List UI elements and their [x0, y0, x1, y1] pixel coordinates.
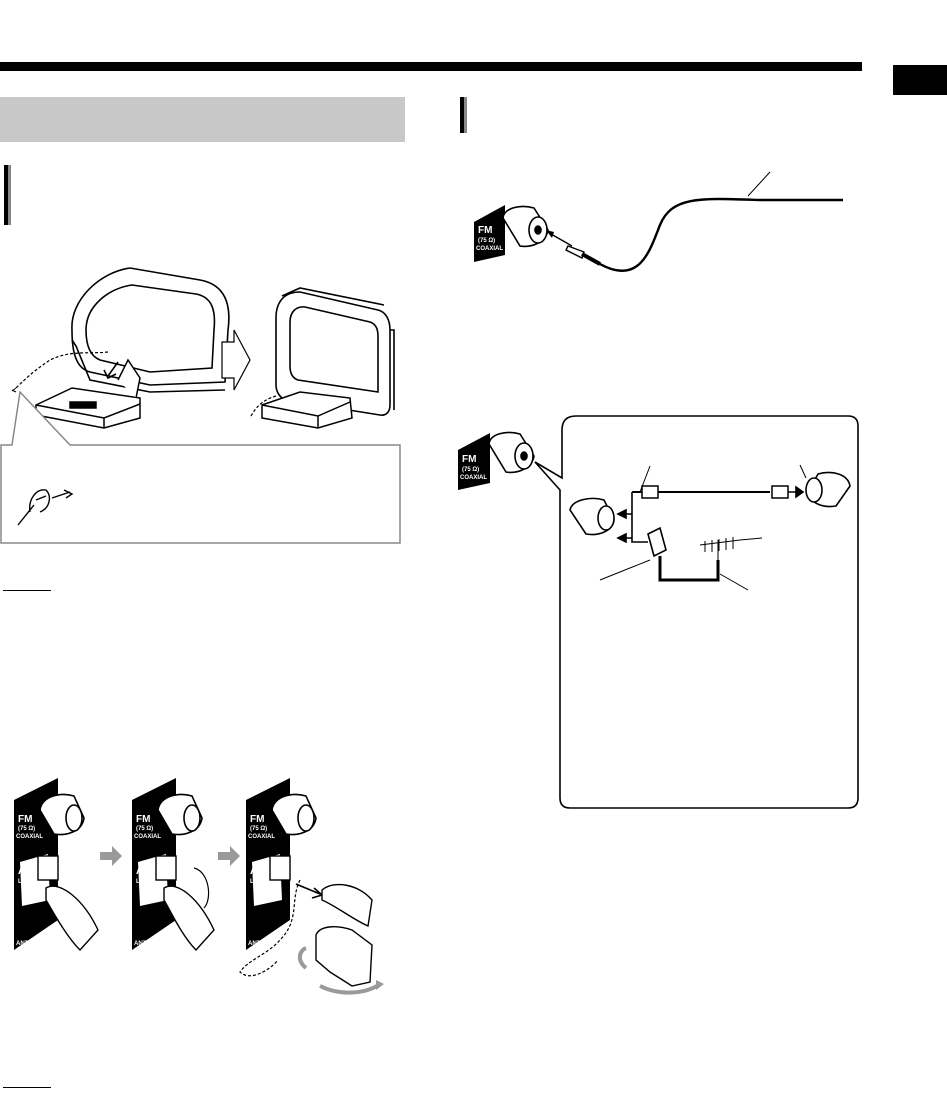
terminal-panel-step-1: FM (75 Ω) COAXIAL AM LOOP ANTENNA — [14, 778, 99, 952]
p2-fm: FM — [136, 814, 150, 825]
fm-plug — [565, 245, 585, 259]
receiver-jack — [569, 497, 615, 536]
assembled-loop-antenna — [275, 287, 395, 416]
loop-antenna-base — [35, 358, 141, 429]
p1-coax: COAXIAL — [16, 834, 43, 840]
finger-1 — [45, 885, 99, 952]
assembled-base — [261, 391, 353, 429]
p1-fm: FM — [18, 814, 32, 825]
page-header-rule — [0, 62, 862, 71]
plug-a — [641, 485, 659, 499]
am-antenna-heading-marker — [4, 165, 16, 225]
finger-2 — [163, 885, 215, 952]
fm-jack-connector — [502, 205, 549, 248]
small-loop-antenna — [315, 926, 373, 987]
p1-am: AM — [18, 866, 34, 877]
fm-wire-cable — [599, 197, 843, 272]
p3-loop: LOOP — [250, 879, 267, 885]
loop-antenna-frame — [71, 267, 230, 393]
coaxial-label-2: COAXIAL — [460, 475, 487, 481]
leader-a — [639, 465, 651, 493]
p1-loop: LOOP — [18, 879, 35, 885]
wire-detail-callout — [0, 390, 401, 544]
fm-jack-connector-2 — [488, 431, 535, 474]
section-heading-band — [0, 97, 405, 142]
p2-loop: LOOP — [136, 879, 153, 885]
leader-d — [719, 573, 749, 591]
p3-imp: (75 Ω) — [250, 826, 267, 832]
note-underline-bottom — [3, 1087, 51, 1088]
insert-arrow — [103, 361, 119, 380]
p1-imp: (75 Ω) — [18, 826, 35, 832]
connection-detail-box — [534, 415, 859, 809]
p3-antenna: ANTENNA — [248, 941, 278, 947]
impedance-label: (75 Ω) — [478, 238, 495, 244]
leader-c — [599, 559, 651, 581]
coaxial-label: COAXIAL — [476, 246, 503, 252]
adapter-jack — [805, 471, 851, 508]
leader-b — [799, 464, 807, 479]
p3-coax: COAXIAL — [248, 834, 275, 840]
feeder-cable — [658, 556, 720, 582]
outdoor-antenna-icon — [699, 537, 763, 562]
chapter-tab — [893, 65, 947, 95]
plug-pin — [550, 233, 573, 247]
note-underline-top — [3, 590, 51, 591]
fm-jack-plate-mid: FM (75 Ω) COAXIAL — [458, 433, 490, 490]
p2-imp: (75 Ω) — [136, 826, 153, 832]
antenna-wire — [15, 351, 109, 389]
wire-end-detail — [17, 489, 74, 526]
p2-coax: COAXIAL — [134, 834, 161, 840]
cable-leader-line — [747, 171, 771, 197]
loop-wire — [239, 879, 301, 977]
rotate-arrow-down — [319, 982, 382, 995]
finger-3 — [321, 883, 373, 927]
p2-am: AM — [136, 866, 152, 877]
p3-fm: FM — [250, 814, 264, 825]
impedance-label-2: (75 Ω) — [462, 467, 479, 473]
step-arrow-2 — [218, 846, 240, 866]
fm-antenna-heading-marker — [460, 97, 472, 133]
rotate-arrow-up — [298, 946, 308, 970]
fm-jack-plate-top: FM (75 Ω) COAXIAL — [474, 205, 505, 262]
fm-label-2: FM — [462, 454, 476, 465]
transition-arrow — [221, 329, 251, 391]
p3-am: AM — [250, 866, 266, 877]
step-arrow-1 — [100, 846, 122, 866]
p1-antenna: ANTENNA — [16, 941, 46, 947]
terminal-panel-step-2: FM (75 Ω) COAXIAL AM LOOP ANTENNA — [132, 778, 215, 952]
p2-antenna: ANTENNA — [134, 941, 164, 947]
balun-adapter — [647, 526, 667, 558]
fm-label: FM — [478, 225, 492, 236]
terminal-panel-step-3: FM (75 Ω) COAXIAL AM LOOP ANTENNA — [239, 778, 384, 995]
